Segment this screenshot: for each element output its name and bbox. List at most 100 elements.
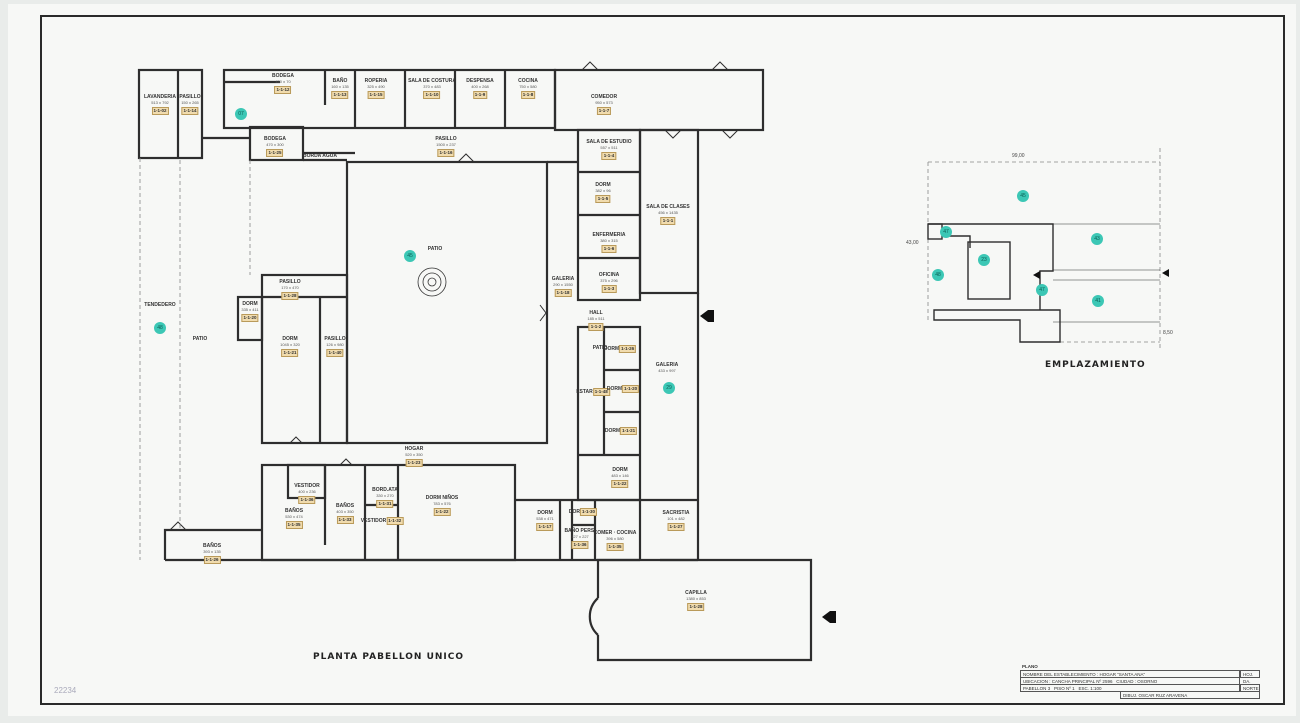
room-dimensions: 380 x 315 <box>600 238 618 243</box>
room-name: SALA DE ESTUDIO <box>586 139 632 145</box>
room-name: BAÑOS <box>284 508 304 514</box>
room-code: 1-1-7 <box>596 107 612 115</box>
archive-stamp: 22234 <box>54 686 77 695</box>
room-name: HALL <box>589 310 603 316</box>
site-offset-dimension: 8,50 <box>1163 330 1173 336</box>
room-code: 1-1-15 <box>367 91 385 99</box>
room-name: DESPENSA <box>466 78 494 84</box>
title-block-heading: PLANO <box>1022 664 1038 669</box>
room-name: GALERIA <box>655 362 679 368</box>
room-code: 1-1-40 <box>326 349 344 357</box>
label: DIBUJ. <box>1123 693 1138 698</box>
room-code: 1-1-8 <box>520 91 536 99</box>
room-label: BORDA AGUA <box>303 153 337 159</box>
room-dimensions: 456 x 1435 <box>658 210 678 215</box>
room-code: 1-1-16 <box>437 149 455 157</box>
value: OSORNO <box>1137 679 1158 684</box>
room-name: PASILLO <box>279 279 301 285</box>
room-code: 1-1-5 <box>595 195 611 203</box>
value: CANCHA PRINCIPAL Nº 2596 <box>1051 679 1113 684</box>
room-dimensions: 330 x 270 <box>376 493 394 498</box>
room-name: ESTAR <box>576 389 593 395</box>
site-height-dimension: 43,00 <box>906 240 919 246</box>
room-code: 1-1-35 <box>285 521 303 529</box>
patio-tree-icon <box>417 267 447 297</box>
room-dimensions: 950 x 573 <box>595 100 613 105</box>
room-code: 1-1-18 <box>554 289 572 297</box>
area-marker: 23 <box>978 254 990 266</box>
room-name: DORM <box>595 182 611 188</box>
area-marker: 47 <box>940 226 952 238</box>
room-code: 1-1-32 <box>386 517 404 525</box>
north-label: NORTE <box>1240 684 1260 692</box>
dashed-lines <box>139 148 1161 560</box>
area-marker: 43 <box>1091 233 1103 245</box>
room-code: 1-1-3 <box>601 285 617 293</box>
room-name: DORM <box>606 386 623 392</box>
room-code: 1-1-21 <box>620 427 638 435</box>
room-name: PATIO <box>592 345 608 351</box>
room-dimensions: 170 x 470 <box>281 285 299 290</box>
room-name: PATIO <box>192 336 208 342</box>
room-label: PATIO <box>428 246 443 252</box>
room-code: 1-1-4 <box>601 152 617 160</box>
room-dimensions: 433 x 997 <box>658 368 676 373</box>
room-dimensions: 393 x 135 <box>203 549 221 554</box>
room-name: GALERIA <box>551 276 575 282</box>
room-name: SACRISTIA <box>662 510 690 516</box>
site-plan-outline <box>927 223 1160 343</box>
room-code: 1-1-21 <box>281 349 299 357</box>
room-name: PATIO <box>427 246 443 252</box>
room-code: 1-1-28 <box>281 292 299 300</box>
room-name: COMEDOR <box>590 94 618 100</box>
room-name: COMER · COCINA <box>593 530 637 536</box>
room-code: 1-1-22 <box>611 480 629 488</box>
room-code: 1-1-10 <box>423 91 441 99</box>
room-code: 1-1-31 <box>376 500 394 508</box>
area-marker: 48 <box>154 322 166 334</box>
room-dimensions: 400 x 236 <box>298 489 316 494</box>
room-dimensions: 783 x 576 <box>433 501 451 506</box>
room-dimensions: 1500 x 237 <box>436 142 456 147</box>
area-marker: 45 <box>1017 190 1029 202</box>
value: OSCAR RUZ ARAVENA <box>1138 693 1188 698</box>
room-code: 1-1-36 <box>571 541 589 549</box>
room-dimensions: 290 x 1550 <box>553 282 573 287</box>
room-name: COCINA <box>518 78 538 84</box>
room-name: DORM <box>242 301 258 307</box>
room-dimensions: 150 x 265 <box>181 100 199 105</box>
room-code: 1-1-26 <box>203 556 221 564</box>
room-dimensions: 370 x 483 <box>423 84 441 89</box>
value: HOGAR "SANTA ANA" <box>1099 672 1146 677</box>
room-name: BODEGA <box>272 73 294 79</box>
site-width-dimension: 99,00 <box>1012 153 1025 159</box>
room-dimensions: 185 x 511 <box>587 316 605 321</box>
room-dimensions: 127 x 227 <box>571 534 589 539</box>
room-dimensions: 530 x 474 <box>285 514 303 519</box>
room-dimensions: 513 x 792 <box>151 100 169 105</box>
